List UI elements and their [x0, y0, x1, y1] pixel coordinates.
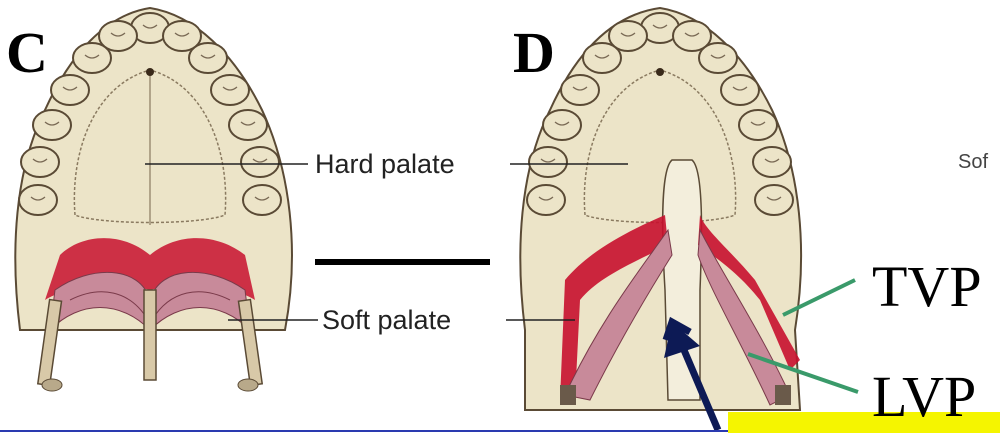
panel-letter-d: D — [513, 24, 555, 82]
panel-letter-c: C — [6, 24, 48, 82]
cropped-soft-label: Sof — [958, 152, 988, 172]
hard-palate-label: Hard palate — [315, 151, 455, 178]
panel-c-palate — [15, 8, 318, 391]
lvp-label: LVP — [872, 368, 976, 426]
soft-palate-label: Soft palate — [322, 307, 451, 334]
tvp-label: TVP — [872, 258, 982, 316]
